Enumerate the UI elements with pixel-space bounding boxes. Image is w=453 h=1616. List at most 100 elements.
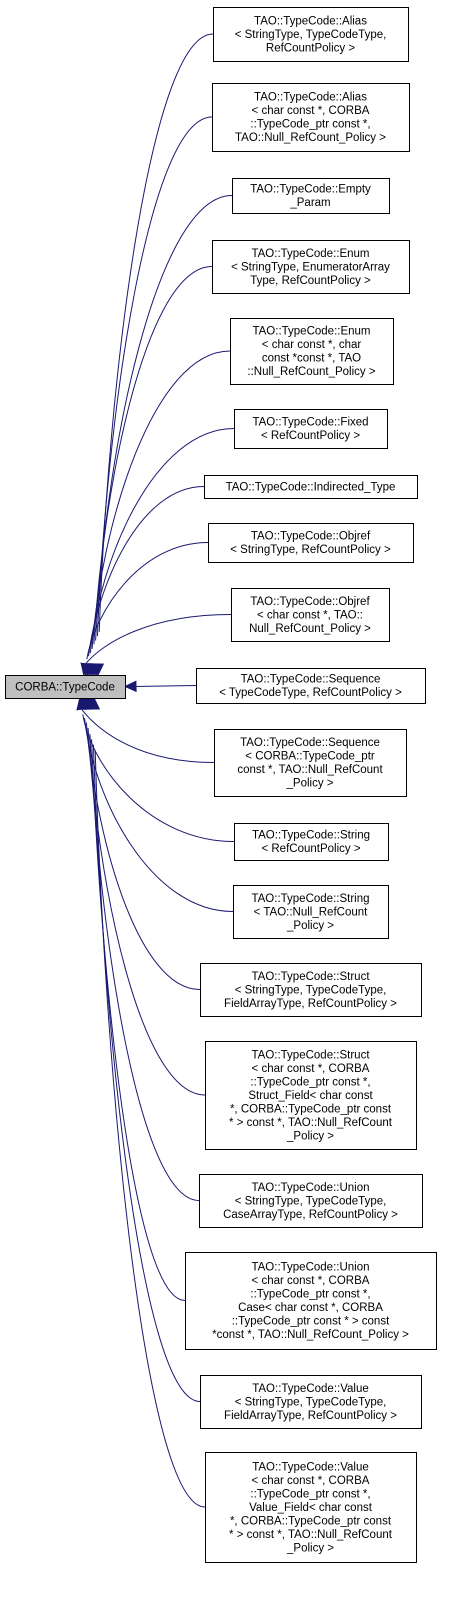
derived-class-8-box[interactable] — [208, 523, 414, 563]
derived-class-17-line: < char const *, CORBA — [252, 1275, 370, 1287]
derived-class-14-line: FieldArrayType, RefCountPolicy > — [224, 998, 397, 1010]
derived-class-6-line: TAO::TypeCode::Fixed — [252, 417, 368, 429]
derived-class-19-line: *, CORBA::TypeCode_ptr const — [230, 1515, 392, 1527]
derived-class-3-line: _Param — [289, 197, 330, 209]
derived-class-2-line: < char const *, CORBA — [252, 105, 370, 117]
derived-class-16-line: CaseArrayType, RefCountPolicy > — [223, 1209, 398, 1221]
derived-class-2-line: ::TypeCode_ptr const *, — [250, 119, 370, 131]
derived-class-11-line: < CORBA::TypeCode_ptr — [245, 751, 375, 763]
derived-class-2-box[interactable] — [212, 83, 410, 152]
derived-class-2-line: TAO::Null_RefCount_Policy > — [235, 132, 386, 144]
derived-class-10-arrow-icon — [123, 680, 137, 693]
derived-class-13-box[interactable] — [233, 885, 389, 939]
derived-class-18-line: FieldArrayType, RefCountPolicy > — [224, 1410, 397, 1422]
derived-class-15-line: _Policy > — [286, 1130, 334, 1142]
derived-class-19-box[interactable] — [205, 1452, 417, 1563]
derived-class-9-box[interactable] — [231, 588, 390, 642]
derived-class-10-line: < TypeCodeType, RefCountPolicy > — [219, 687, 402, 699]
derived-class-16-line: TAO::TypeCode::Union — [251, 1182, 369, 1194]
derived-class-7-edge — [88, 486, 205, 657]
derived-class-4-line: TAO::TypeCode::Enum — [251, 248, 369, 260]
derived-class-8-line: < StringType, RefCountPolicy > — [230, 544, 391, 556]
derived-class-15-line: * > const *, TAO::Null_RefCount — [229, 1117, 393, 1129]
derived-class-5-box[interactable] — [230, 318, 394, 385]
derived-class-13-line: TAO::TypeCode::String — [251, 893, 369, 905]
derived-class-19-edge — [94, 750, 206, 1508]
derived-class-4-line: < StringType, EnumeratorArray — [231, 261, 390, 273]
derived-class-19-line: ::TypeCode_ptr const *, — [250, 1488, 370, 1500]
derived-class-14-edge — [85, 722, 201, 990]
derived-class-6-edge — [89, 428, 235, 654]
derived-class-17-line: Case< char const *, CORBA — [238, 1302, 383, 1314]
derived-class-5-line: ::Null_RefCount_Policy > — [247, 366, 375, 378]
derived-class-13-edge — [84, 718, 234, 912]
inheritance-edges — [76, 33, 235, 1508]
derived-class-1-line: RefCountPolicy > — [266, 42, 355, 54]
base-class-box[interactable] — [5, 675, 126, 699]
derived-class-17-line: TAO::TypeCode::Union — [251, 1262, 369, 1274]
derived-class-18-edge — [92, 744, 201, 1402]
derived-class-11-line: TAO::TypeCode::Sequence — [240, 737, 380, 749]
derived-class-15-line: ::TypeCode_ptr const *, — [250, 1076, 370, 1088]
derived-class-16-line: < StringType, TypeCodeType, — [235, 1195, 387, 1207]
derived-class-5-line: TAO::TypeCode::Enum — [252, 326, 370, 338]
derived-class-19-line: Value_Field< char const — [249, 1502, 373, 1514]
derived-class-1-box[interactable] — [213, 7, 409, 62]
derived-class-12-line: TAO::TypeCode::String — [252, 830, 370, 842]
derived-class-14-box[interactable] — [200, 963, 422, 1017]
derived-class-15-line: *, CORBA::TypeCode_ptr const — [230, 1103, 392, 1115]
derived-class-9-line: TAO::TypeCode::Objref — [250, 596, 370, 608]
derived-class-3-edge — [95, 195, 233, 641]
derived-class-10-line: TAO::TypeCode::Sequence — [241, 674, 381, 686]
derived-class-11-box[interactable] — [214, 729, 407, 797]
derived-class-5-line: < char const *, char — [262, 339, 362, 351]
derived-class-15-edge — [87, 728, 206, 1096]
derived-class-13-line: _Policy > — [286, 920, 334, 932]
derived-class-18-box[interactable] — [200, 1375, 422, 1429]
derived-class-18-line: < StringType, TypeCodeType, — [235, 1396, 387, 1408]
derived-class-7-box[interactable] — [204, 475, 418, 499]
derived-class-19-line: < char const *, CORBA — [252, 1475, 370, 1487]
derived-class-5-line: const *const *, TAO — [262, 353, 361, 365]
derived-class-15-line: < char const *, CORBA — [252, 1063, 370, 1075]
derived-class-17-box[interactable] — [185, 1252, 437, 1350]
derived-class-4-edge — [93, 266, 213, 645]
derived-class-3-box[interactable] — [232, 178, 390, 214]
derived-class-8-edge — [86, 542, 209, 660]
derived-class-16-box[interactable] — [199, 1174, 423, 1228]
derived-class-19-line: _Policy > — [286, 1542, 334, 1554]
derived-class-9-arrow-icon — [80, 662, 92, 677]
derived-class-1-line: < StringType, TypeCodeType, — [235, 29, 387, 41]
base-class-line: CORBA::TypeCode — [15, 681, 115, 693]
derived-class-9-line: Null_RefCount_Policy > — [249, 623, 371, 635]
derived-class-17-line: ::TypeCode_ptr const * > const — [232, 1316, 390, 1328]
derived-class-10-edge — [134, 685, 197, 687]
derived-class-19-arrow-icon — [88, 696, 101, 710]
derived-class-11-line: _Policy > — [286, 778, 334, 790]
derived-class-15-line: TAO::TypeCode::Struct — [251, 1049, 370, 1061]
derived-class-14-line: < StringType, TypeCodeType, — [235, 984, 387, 996]
derived-class-12-box[interactable] — [234, 823, 389, 861]
derived-class-4-box[interactable] — [212, 240, 410, 294]
derived-class-17-line: ::TypeCode_ptr const *, — [250, 1289, 370, 1301]
derived-class-1-line: TAO::TypeCode::Alias — [254, 15, 367, 27]
class-nodes: TAO::TypeCode::Alias< StringType, TypeCo… — [5, 7, 437, 1563]
derived-class-19-line: TAO::TypeCode::Value — [252, 1461, 369, 1473]
derived-class-15-line: Struct_Field< char const — [248, 1090, 373, 1102]
derived-class-11-edge — [81, 709, 215, 763]
derived-class-17-edge — [91, 739, 186, 1301]
derived-class-2-line: TAO::TypeCode::Alias — [254, 92, 367, 104]
derived-class-17-line: *const *, TAO::Null_RefCount_Policy > — [212, 1329, 409, 1341]
derived-class-18-line: TAO::TypeCode::Value — [252, 1383, 369, 1395]
derived-class-5-edge — [91, 350, 231, 649]
derived-class-12-line: < RefCountPolicy > — [261, 843, 360, 855]
derived-class-14-line: TAO::TypeCode::Struct — [251, 971, 370, 983]
derived-class-6-box[interactable] — [234, 409, 388, 449]
derived-class-12-edge — [82, 714, 235, 842]
derived-class-9-line: < char const *, TAO:: — [257, 609, 363, 621]
derived-class-2-edge — [96, 116, 213, 637]
derived-class-10-box[interactable] — [196, 668, 426, 704]
derived-class-15-box[interactable] — [205, 1041, 417, 1150]
derived-class-19-line: * > const *, TAO::Null_RefCount — [229, 1529, 393, 1541]
